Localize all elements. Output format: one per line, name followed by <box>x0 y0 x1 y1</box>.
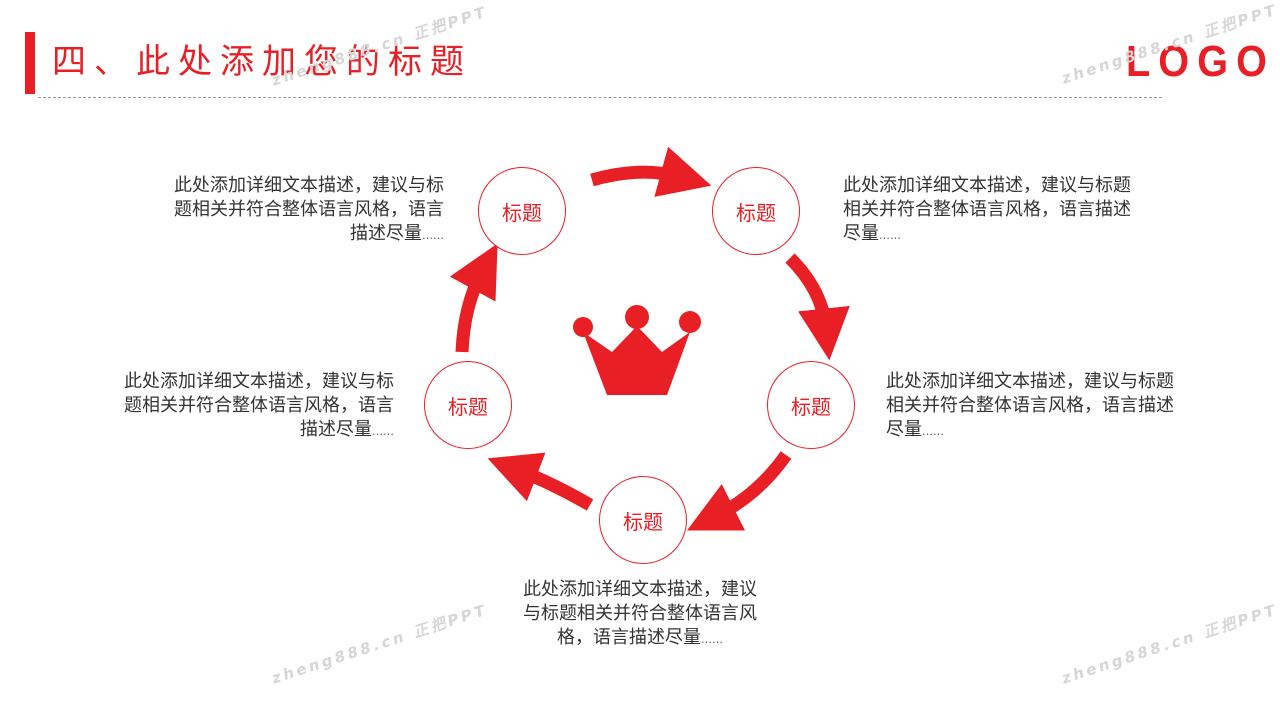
crown-icon <box>573 305 701 395</box>
node-circle: 标题 <box>767 361 855 449</box>
cycle-arrow <box>449 243 498 353</box>
title-accent-bar <box>25 32 35 94</box>
node-description: 此处添加详细文本描述，建议与标题相关并符合整体语言风格，语言描述尽量…… <box>124 371 394 440</box>
node-circle: 标题 <box>424 361 512 449</box>
header-divider <box>38 97 1162 98</box>
node-description: 此处添加详细文本描述，建议与标题相关并符合整体语言风格，语言描述尽量…… <box>523 579 757 648</box>
node-circle: 标题 <box>599 476 687 564</box>
cycle-arrow <box>785 253 850 361</box>
node-description: 此处添加详细文本描述，建议与标题相关并符合整体语言风格，语言描述尽量…… <box>174 175 444 244</box>
cycle-arrow <box>487 452 594 511</box>
node-circle: 标题 <box>712 167 800 255</box>
cycle-arrow <box>686 451 792 531</box>
node-description: 此处添加详细文本描述，建议与标题相关并符合整体语言风格，语言描述尽量…… <box>843 175 1131 244</box>
page-title: 四、此处添加您的标题 <box>52 42 472 82</box>
node-circle: 标题 <box>478 167 566 255</box>
node-description: 此处添加详细文本描述，建议与标题相关并符合整体语言风格，语言描述尽量…… <box>886 371 1174 440</box>
cycle-arrow <box>590 146 712 197</box>
logo: LOGO <box>1126 37 1276 86</box>
